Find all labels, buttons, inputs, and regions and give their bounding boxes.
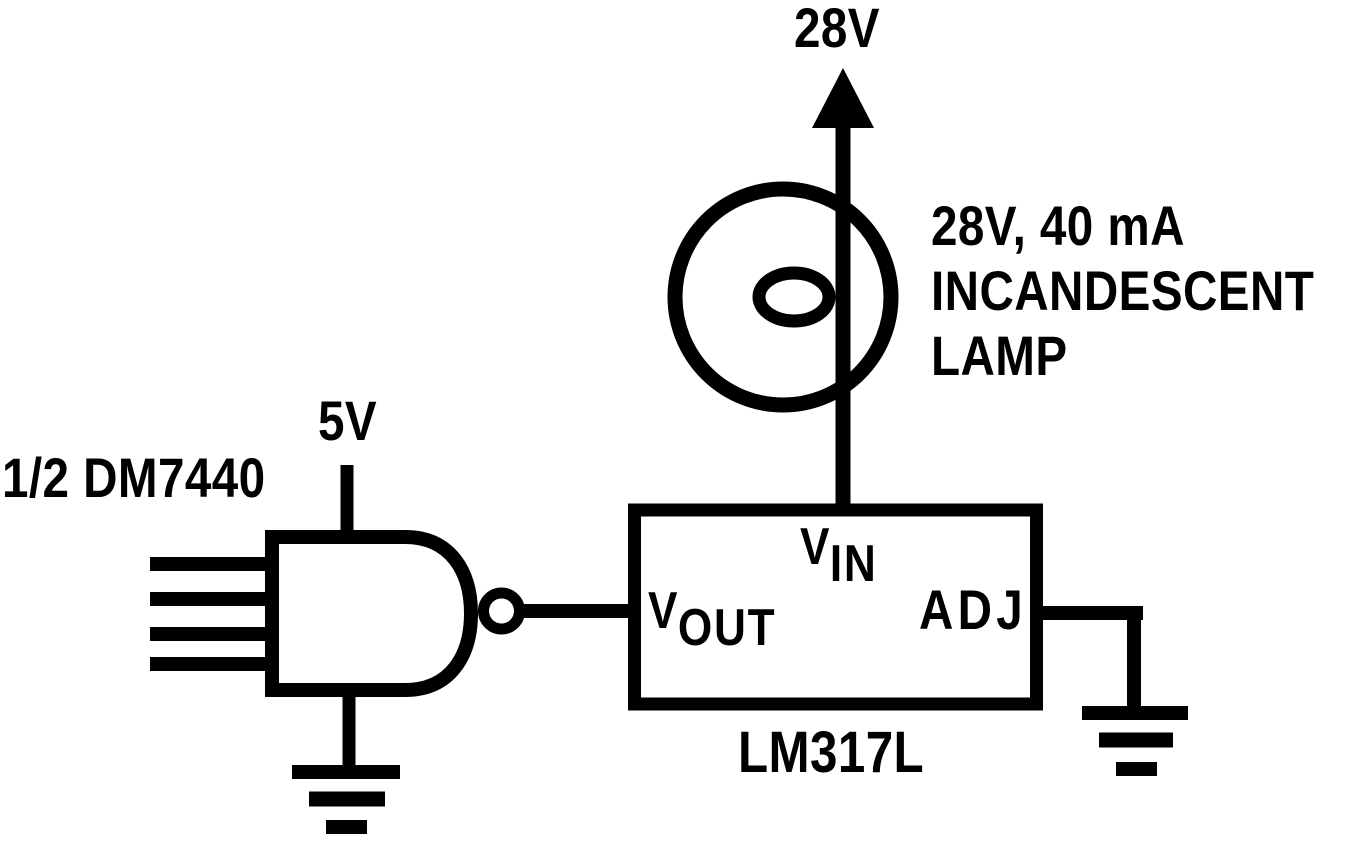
incandescent-lamp-icon (667, 181, 899, 413)
label-5v-rail: 5V (318, 389, 378, 452)
pin-vout-base: V (648, 582, 678, 640)
label-28v-rail: 28V (794, 0, 880, 59)
lamp-note-line-3: LAMP (931, 324, 1068, 387)
lamp-filament (752, 266, 836, 328)
pin-vout-sub: OUT (677, 599, 777, 657)
supply-28v-arrow-icon (812, 68, 874, 510)
ground-icon-right (1082, 706, 1188, 776)
gate-body (265, 530, 479, 697)
lamp-note-line-2: INCANDESCENT (931, 259, 1315, 322)
label-pin-vout: VOUT (648, 581, 776, 654)
lamp-note-line-1: 28V, 40 mA (931, 194, 1185, 257)
label-regulator-part: LM317L (738, 720, 925, 785)
label-pin-vin: VIN (800, 517, 878, 590)
inverter-bubble-icon (478, 587, 525, 635)
label-gate-part: 1/2 DM7440 (2, 446, 266, 509)
lamp-note: 28V, 40 mA INCANDESCENT LAMP (931, 193, 1314, 388)
lamp-envelope (667, 181, 899, 413)
nand-gate-icon (150, 530, 525, 697)
pin-vin-sub: IN (829, 535, 878, 593)
ground-icon-left (292, 684, 400, 834)
pin-vin-base: V (800, 518, 830, 576)
wire-adj (1034, 606, 1143, 710)
arrow-up-icon (812, 68, 874, 128)
label-pin-adj: ADJ (919, 578, 1027, 641)
